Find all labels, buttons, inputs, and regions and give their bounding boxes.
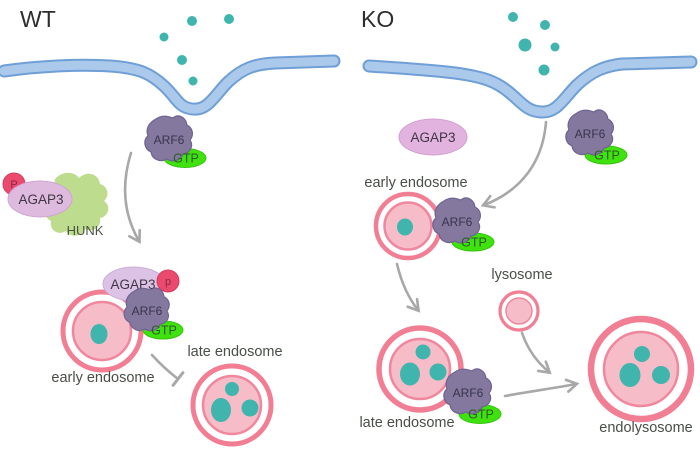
wt-title: WT — [20, 6, 56, 32]
cargo-particle — [540, 20, 550, 30]
endolysosome-label: endolysosome — [599, 420, 693, 436]
arf6-blob — [443, 368, 492, 415]
cargo-particle — [518, 38, 532, 52]
ko-cell-membrane — [362, 55, 698, 119]
cargo-particle — [429, 363, 447, 381]
arf6-label: ARF6 — [154, 133, 185, 147]
arf6-label: ARF6 — [442, 215, 473, 229]
wt-arf6-gtp-membrane: ARF6 GTP — [144, 115, 207, 168]
wt-agap3-hunk-complex: P AGAP3 HUNK — [2, 172, 109, 238]
cargo-particle — [187, 16, 197, 26]
gtp-label: GTP — [173, 152, 199, 166]
ko-lysosome: lysosome — [491, 267, 553, 332]
ko-lysosome-fusion-arrow[interactable] — [520, 331, 552, 375]
wt-membrane-body — [0, 56, 339, 114]
wt-cargo-particles — [159, 14, 234, 86]
ko-late-fusion-arrow[interactable] — [503, 378, 580, 398]
gtp-label: GTP — [461, 236, 487, 250]
ko-maturation-arrow[interactable] — [395, 262, 421, 313]
arf6-blob — [565, 109, 614, 156]
cargo-particle — [188, 76, 198, 86]
arf6-label: ARF6 — [132, 304, 163, 318]
ko-title: KO — [361, 6, 394, 32]
cargo-particle — [619, 363, 641, 387]
phospho-badge — [156, 269, 180, 293]
ko-early-endosome: early endosome ARF6 GTP — [364, 175, 495, 261]
phospho-label: p — [165, 276, 171, 288]
arf6-label: ARF6 — [453, 386, 484, 400]
gtp-label: GTP — [151, 324, 177, 338]
cargo-particle — [652, 366, 670, 384]
phospho-label: P — [10, 179, 17, 191]
ko-arf6-gtp-membrane: ARF6 GTP — [565, 109, 628, 165]
cargo-particle — [397, 218, 413, 236]
agap3-label: AGAP3 — [410, 130, 455, 145]
wt-late-endosome: late endosome — [187, 344, 283, 447]
wt-cell-membrane — [0, 54, 341, 116]
wt-early-endosome: p AGAP3 ARF6 GTP early endosome — [51, 266, 184, 386]
cargo-particle — [159, 32, 169, 42]
cargo-particle — [241, 399, 259, 417]
late-endosome-label: late endosome — [187, 344, 282, 360]
hunk-label: HUNK — [67, 223, 104, 238]
cargo-particle — [177, 55, 187, 65]
late-endosome-ring — [190, 363, 274, 447]
agap3-label: AGAP3 — [18, 192, 63, 207]
cargo-particle — [225, 382, 239, 396]
ko-membrane-body — [364, 57, 696, 117]
gtp-label: GTP — [468, 408, 494, 422]
cargo-particle — [400, 362, 420, 386]
cargo-particle — [415, 344, 431, 360]
ko-cargo-particles — [508, 12, 560, 76]
cargo-particle — [211, 398, 231, 422]
arf6-blob — [432, 197, 481, 244]
late-endosome-body — [388, 337, 452, 401]
lysosome-ring — [498, 290, 540, 332]
endolysosome-ring — [587, 315, 695, 423]
early-endosome-label: early endosome — [51, 370, 154, 386]
endolysosome-body — [602, 330, 680, 408]
cargo-particle — [224, 14, 234, 24]
cargo-particle — [508, 12, 518, 22]
ko-internalization-arrow[interactable] — [480, 120, 548, 209]
wt-internalization-arrow[interactable] — [123, 151, 142, 245]
cargo-particle — [538, 64, 550, 76]
wt-panel: WT ARF6 GTP P AGAP3 — [0, 6, 341, 447]
gtp-label: GTP — [594, 149, 620, 163]
lysosome-label: lysosome — [491, 267, 552, 283]
wt-inhibition-arrow[interactable] — [150, 353, 185, 387]
ko-late-endosome: ARF6 GTP late endosome — [359, 325, 502, 431]
arf6-blob — [144, 115, 193, 162]
ko-endolysosome: endolysosome — [587, 315, 695, 436]
lysosome-body — [505, 297, 533, 325]
ko-panel: KO AGAP3 ARF6 GTP ea — [359, 6, 698, 436]
arf6-blob — [123, 287, 170, 332]
ko-agap3-free: AGAP3 — [398, 118, 468, 156]
early-endosome-label: early endosome — [364, 175, 467, 191]
cargo-particle — [634, 346, 650, 362]
cargo-particle — [550, 42, 560, 52]
late-endosome-label: late endosome — [359, 415, 454, 431]
arf6-label: ARF6 — [575, 127, 606, 141]
cargo-particle — [90, 324, 108, 344]
agap3-blob — [7, 180, 73, 218]
agap3-blob — [398, 118, 468, 156]
